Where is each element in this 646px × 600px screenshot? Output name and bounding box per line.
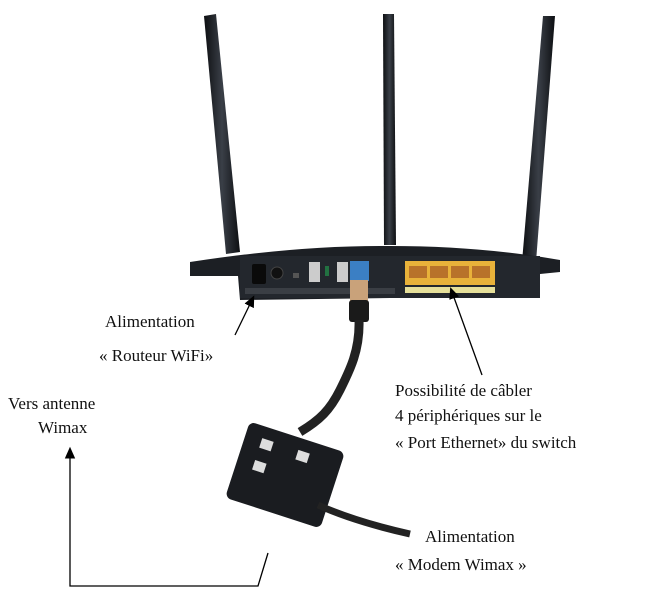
antenna-left: [204, 14, 240, 254]
antenna-label-line1: Vers antenne: [8, 394, 96, 413]
antenna-right: [522, 16, 555, 262]
power-button: [270, 266, 284, 280]
router-power-label-line1: Alimentation: [105, 312, 195, 331]
ethernet-label-line3: « Port Ethernet» du switch: [395, 433, 577, 452]
wan-port: [350, 261, 369, 281]
modem-power-label-line1: Alimentation: [425, 527, 515, 546]
ethernet-cable: [297, 319, 364, 436]
power-port: [252, 264, 266, 284]
ethernet-label-line1: Possibilité de câbler: [395, 381, 532, 400]
usb-port: [309, 262, 320, 282]
router-power-label-line2: « Routeur WiFi»: [99, 346, 214, 365]
router: [190, 245, 560, 300]
ethernet-label-line2: 4 périphériques sur le: [395, 406, 542, 425]
antenna-line: [64, 446, 269, 587]
antenna-middle: [383, 14, 396, 245]
modem-power-label-line2: « Modem Wimax »: [395, 555, 527, 574]
usb-port: [337, 262, 348, 282]
modem-power-cable: [316, 501, 411, 538]
rj45-connector: [350, 280, 368, 302]
wimax-modem: [226, 423, 344, 527]
antenna-label-line2: Wimax: [38, 418, 88, 437]
